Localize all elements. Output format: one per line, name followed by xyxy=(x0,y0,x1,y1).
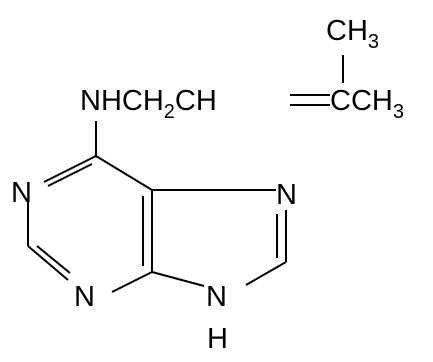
bond-n9-c4 xyxy=(151,271,205,287)
atom-n7: N xyxy=(276,179,297,211)
amine-label: NHCH2CH xyxy=(80,85,217,123)
methyl-top-label: CH3 xyxy=(326,15,379,53)
bond-c6-n1 xyxy=(43,155,97,183)
atom-n9-hydrogen: H xyxy=(207,323,228,355)
bond-c6-n1-double xyxy=(47,163,93,187)
alkene-carbon-label: CCH3 xyxy=(330,85,404,123)
atom-n3: N xyxy=(74,281,95,313)
bond-c2-n3 xyxy=(27,245,69,281)
bond-n3-c4 xyxy=(111,271,153,293)
bonds xyxy=(27,55,344,293)
bond-c8-n9 xyxy=(245,261,287,286)
atom-n1: N xyxy=(11,177,32,209)
bond-c2-n3-double xyxy=(36,245,71,274)
atom-n9: N xyxy=(206,281,227,313)
bond-c5-c6 xyxy=(95,155,153,191)
